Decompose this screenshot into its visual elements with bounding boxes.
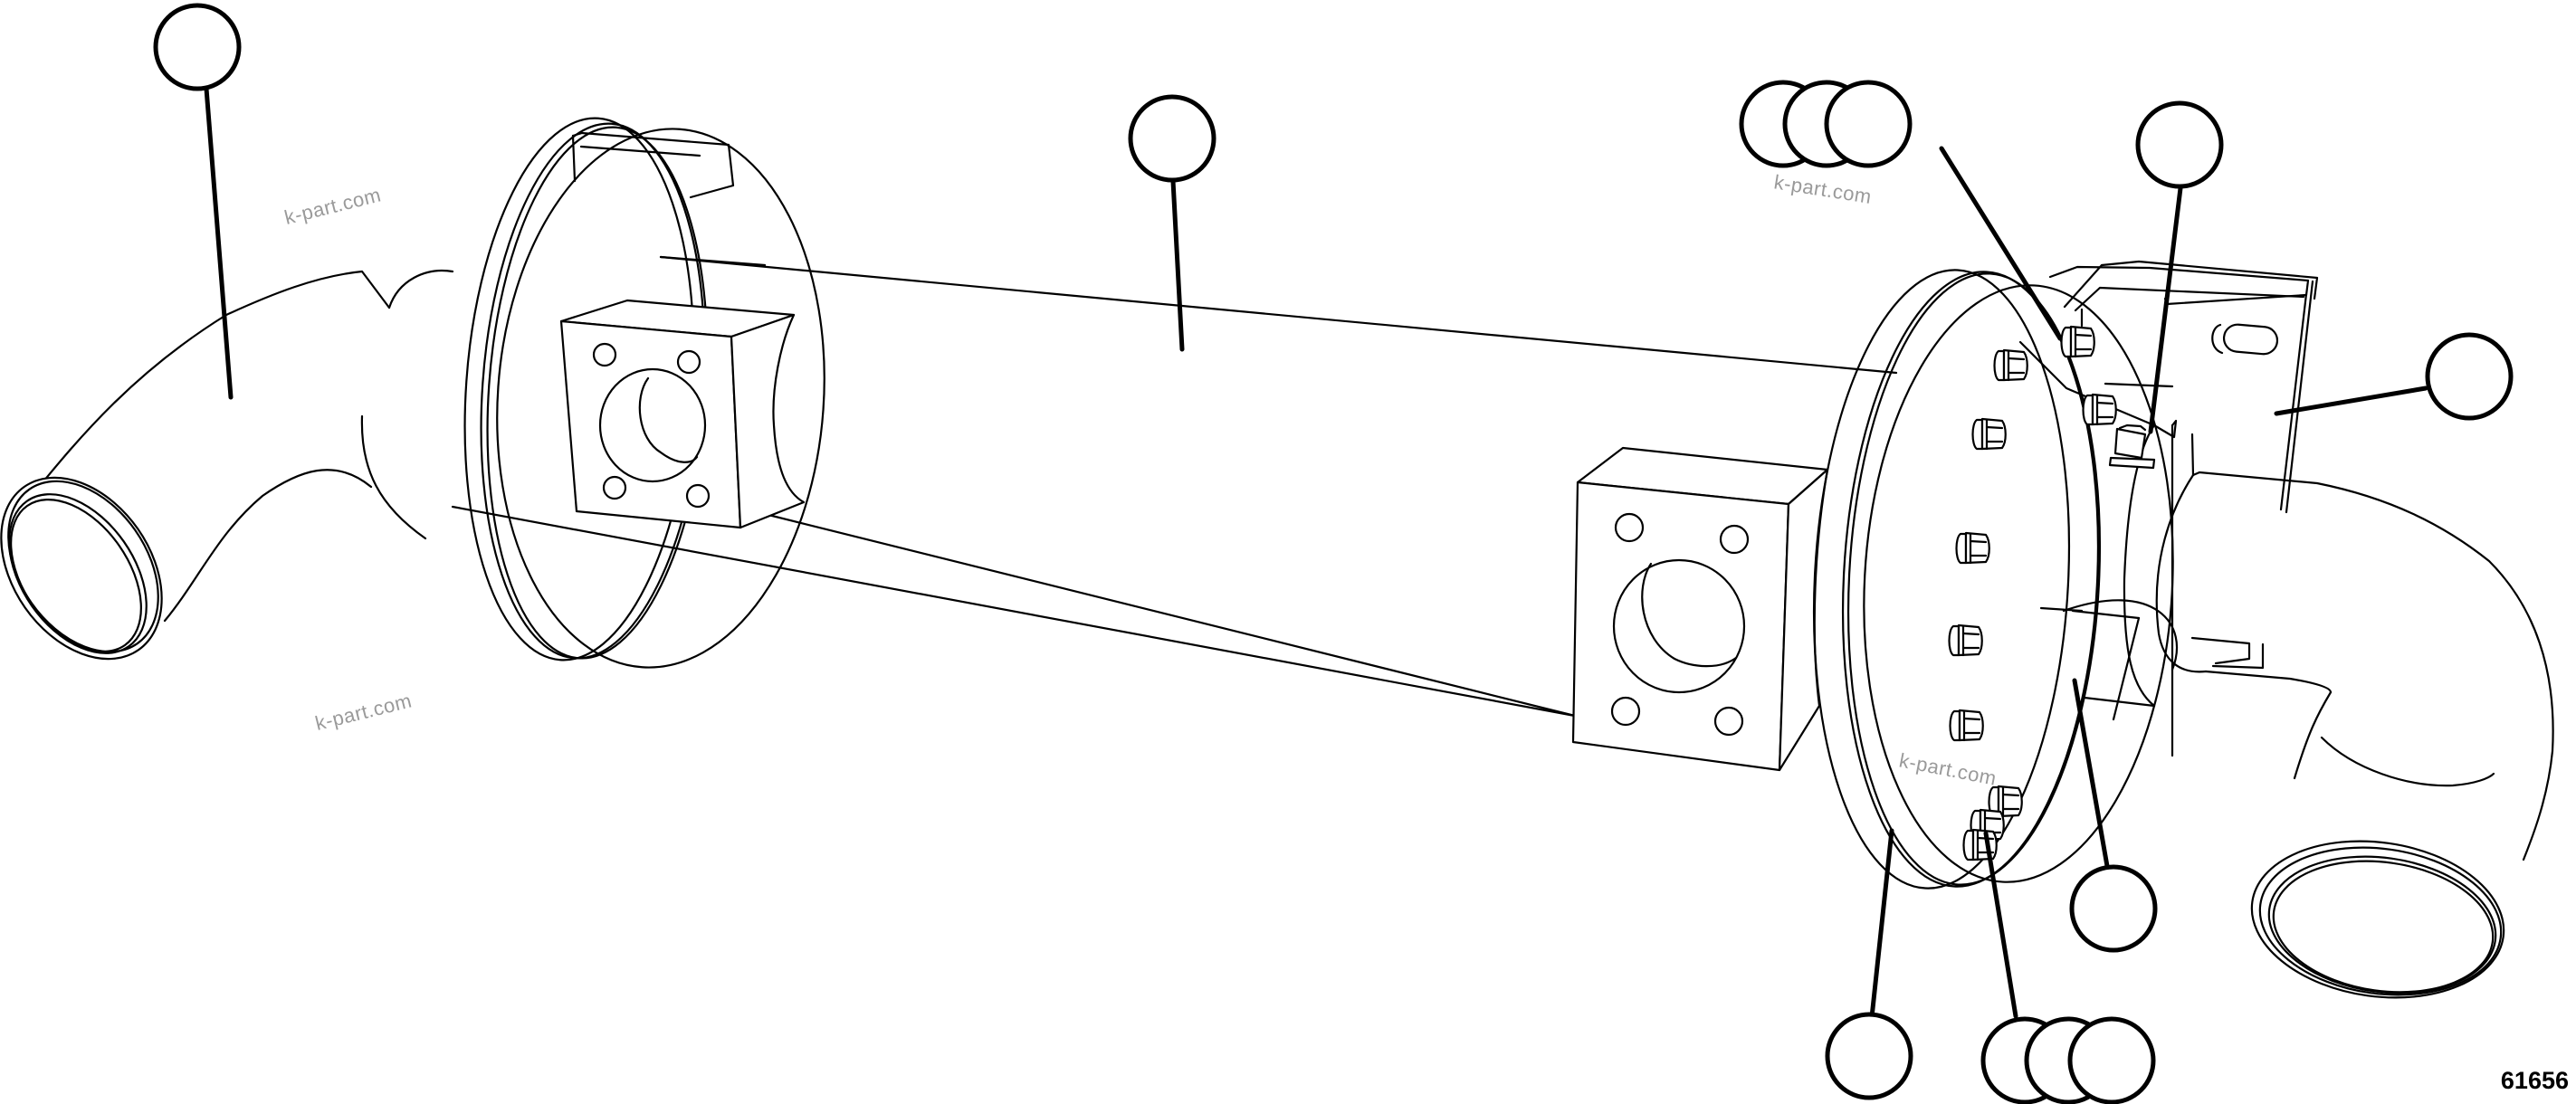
callout-left-elbow[interactable] [153,3,242,91]
callout-bracket[interactable] [2425,332,2514,421]
bolt-icon [1971,417,2007,451]
callout-circle [2067,1016,2156,1104]
bolt-icon [1962,828,1998,861]
bolt-icon [2060,325,2095,358]
callout-plug[interactable] [2135,100,2224,189]
callout-main-shell[interactable] [1128,94,1216,183]
leader-left-elbow [204,86,234,400]
bolt-icon [1949,709,1984,742]
left-elbow-pipe [0,270,391,661]
callout-circle [2069,864,2158,953]
right-elbow-pipe [2155,471,2554,999]
leader-end-cover [2072,678,2110,869]
right-bracket [2048,260,2319,514]
callout-circle [2135,100,2224,189]
leader-top-bolt [1939,146,2063,341]
leader-flange-gasket [1869,828,1894,1020]
bolt-icon [1948,623,1983,657]
bolt-icon [1988,785,2023,818]
right-port-block [1571,446,1829,772]
left-neck [360,414,427,540]
leader-main-shell [1170,178,1185,352]
callout-circle [2425,332,2514,421]
leader-bottom-bolt [1983,831,2018,1019]
callout-end-cover[interactable] [2069,864,2158,953]
plug [2108,424,2156,470]
callout-bolt-group-top-3[interactable] [1824,80,1913,168]
left-neck-top [387,269,454,309]
leader-plug [2148,186,2183,434]
bolt-icon [1993,348,2028,382]
callout-bolt-group-bottom-3[interactable] [2067,1016,2156,1104]
bolt-icon [1955,531,1990,565]
callout-circle [153,3,242,91]
callout-circle [1824,80,1913,168]
callout-circle [1128,94,1216,183]
left-port-block [559,299,806,529]
callout-balloons [153,3,2514,1104]
end-cover-body [2018,340,2178,757]
callout-flange-gasket[interactable] [1825,1012,1913,1100]
figure-number: 61656 [2500,1067,2569,1094]
bolt-icon [2082,393,2117,426]
callout-circle [1825,1012,1913,1100]
leader-lines [204,86,2428,1020]
leader-bracket [2274,385,2428,416]
main-cylinder [451,255,1898,719]
